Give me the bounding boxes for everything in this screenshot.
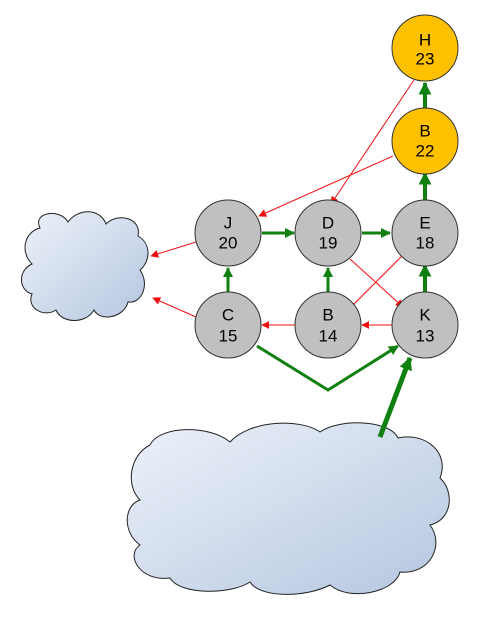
cloud-bottom: [126, 422, 450, 595]
node-circle: [294, 291, 362, 359]
edge-b22-j20: [258, 155, 394, 217]
node-c15: C 15: [194, 291, 262, 359]
node-j20: J 20: [194, 199, 262, 267]
node-number: 15: [219, 326, 238, 345]
red-edges: [150, 79, 415, 329]
node-circle: [391, 199, 459, 267]
node-letter: B: [419, 121, 430, 140]
node-letter: E: [419, 213, 430, 232]
node-number: 14: [319, 326, 338, 345]
edge-c15-cloud: [152, 297, 197, 318]
node-e18: E 18: [391, 199, 459, 267]
node-circle: [294, 199, 362, 267]
node-letter: D: [322, 213, 334, 232]
edge-cloud-k13: [377, 356, 413, 438]
node-letter: K: [419, 305, 431, 324]
edge-j20-cloud: [150, 241, 197, 258]
node-letter: C: [222, 305, 234, 324]
edge-h23-d19: [330, 79, 415, 205]
edge-d19-k13: [349, 258, 404, 308]
node-circle: [391, 291, 459, 359]
node-number: 22: [416, 141, 435, 160]
node-number: 20: [219, 233, 238, 252]
node-letter: J: [224, 213, 233, 232]
node-circle: [391, 14, 459, 82]
node-letter: H: [419, 30, 431, 49]
node-b22: B 22: [391, 107, 459, 175]
node-b14: B 14: [294, 291, 362, 359]
node-circle: [194, 199, 262, 267]
edge-e18-b14: [347, 255, 403, 311]
node-d19: D 19: [294, 199, 362, 267]
node-k13: K 13: [391, 291, 459, 359]
node-circle: [194, 291, 262, 359]
node-h23: H 23: [391, 14, 459, 82]
node-circle: [391, 107, 459, 175]
node-letter: B: [322, 305, 333, 324]
green-edges: [223, 81, 432, 438]
node-number: 18: [416, 233, 435, 252]
node-number: 13: [416, 326, 435, 345]
edge-c15-k13: [256, 344, 399, 392]
node-number: 23: [416, 49, 435, 68]
cloud-left: [21, 211, 149, 321]
node-number: 19: [319, 233, 338, 252]
